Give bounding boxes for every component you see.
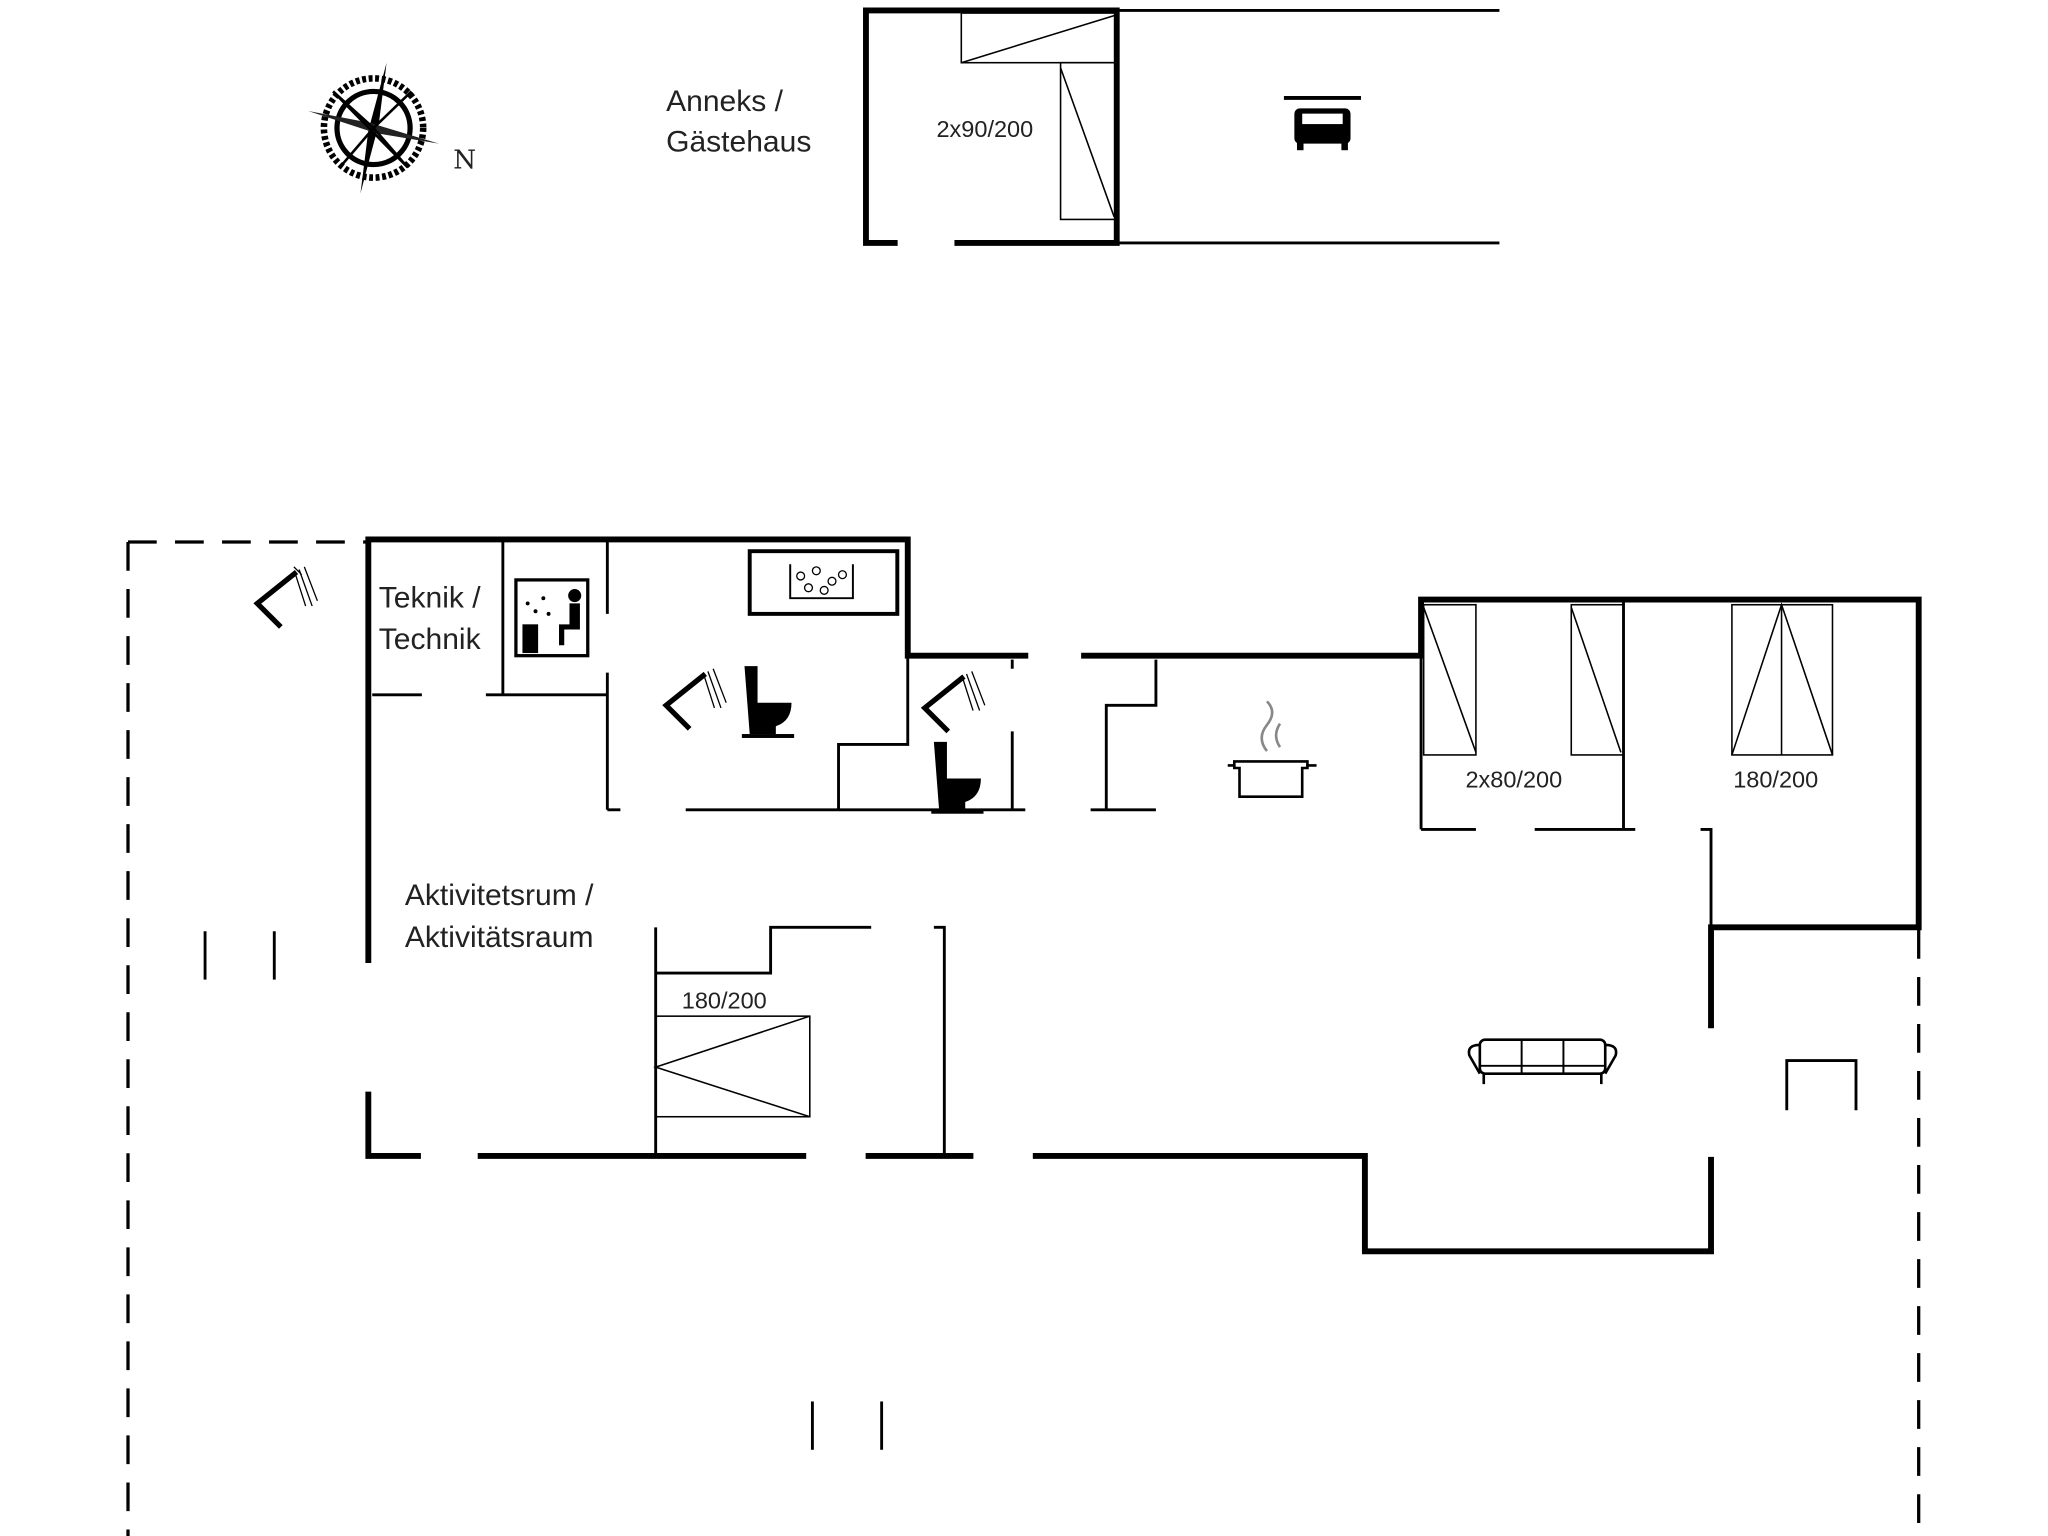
activity-bed-label: 180/200 bbox=[682, 987, 767, 1013]
annex-beds bbox=[960, 12, 1118, 221]
bedroom-2-bed-label: 180/200 bbox=[1733, 767, 1818, 793]
sauna-icon bbox=[514, 578, 590, 658]
shower-icon bbox=[662, 668, 727, 731]
jacuzzi-icon bbox=[747, 549, 900, 616]
bedroom-beds bbox=[653, 602, 1834, 1118]
sofa-icon bbox=[1467, 1038, 1618, 1085]
annex-bed-label: 2x90/200 bbox=[936, 116, 1033, 142]
shower-icon bbox=[920, 671, 986, 734]
north-label: N bbox=[453, 145, 476, 175]
annex-building bbox=[863, 7, 1500, 246]
compass-rose-icon bbox=[308, 62, 439, 194]
annex-label-line1: Anneks / bbox=[666, 85, 784, 118]
main-building bbox=[126, 536, 1922, 1536]
activity-label-line2: Aktivitätsraum bbox=[405, 921, 594, 954]
toilet-icon bbox=[741, 666, 795, 738]
activity-label-line1: Aktivitetsrum / bbox=[405, 879, 594, 912]
technik-label-line1: Teknik / bbox=[379, 581, 481, 614]
toilet-icon bbox=[931, 741, 984, 814]
car-icon bbox=[1283, 95, 1361, 151]
cooking-pot-icon bbox=[1227, 700, 1317, 799]
annex-label-line2: Gästehaus bbox=[666, 126, 811, 159]
outdoor-shower-icon bbox=[253, 566, 318, 629]
technik-label-line2: Technik bbox=[379, 623, 482, 656]
bedroom-1-bed-label: 2x80/200 bbox=[1465, 767, 1562, 793]
